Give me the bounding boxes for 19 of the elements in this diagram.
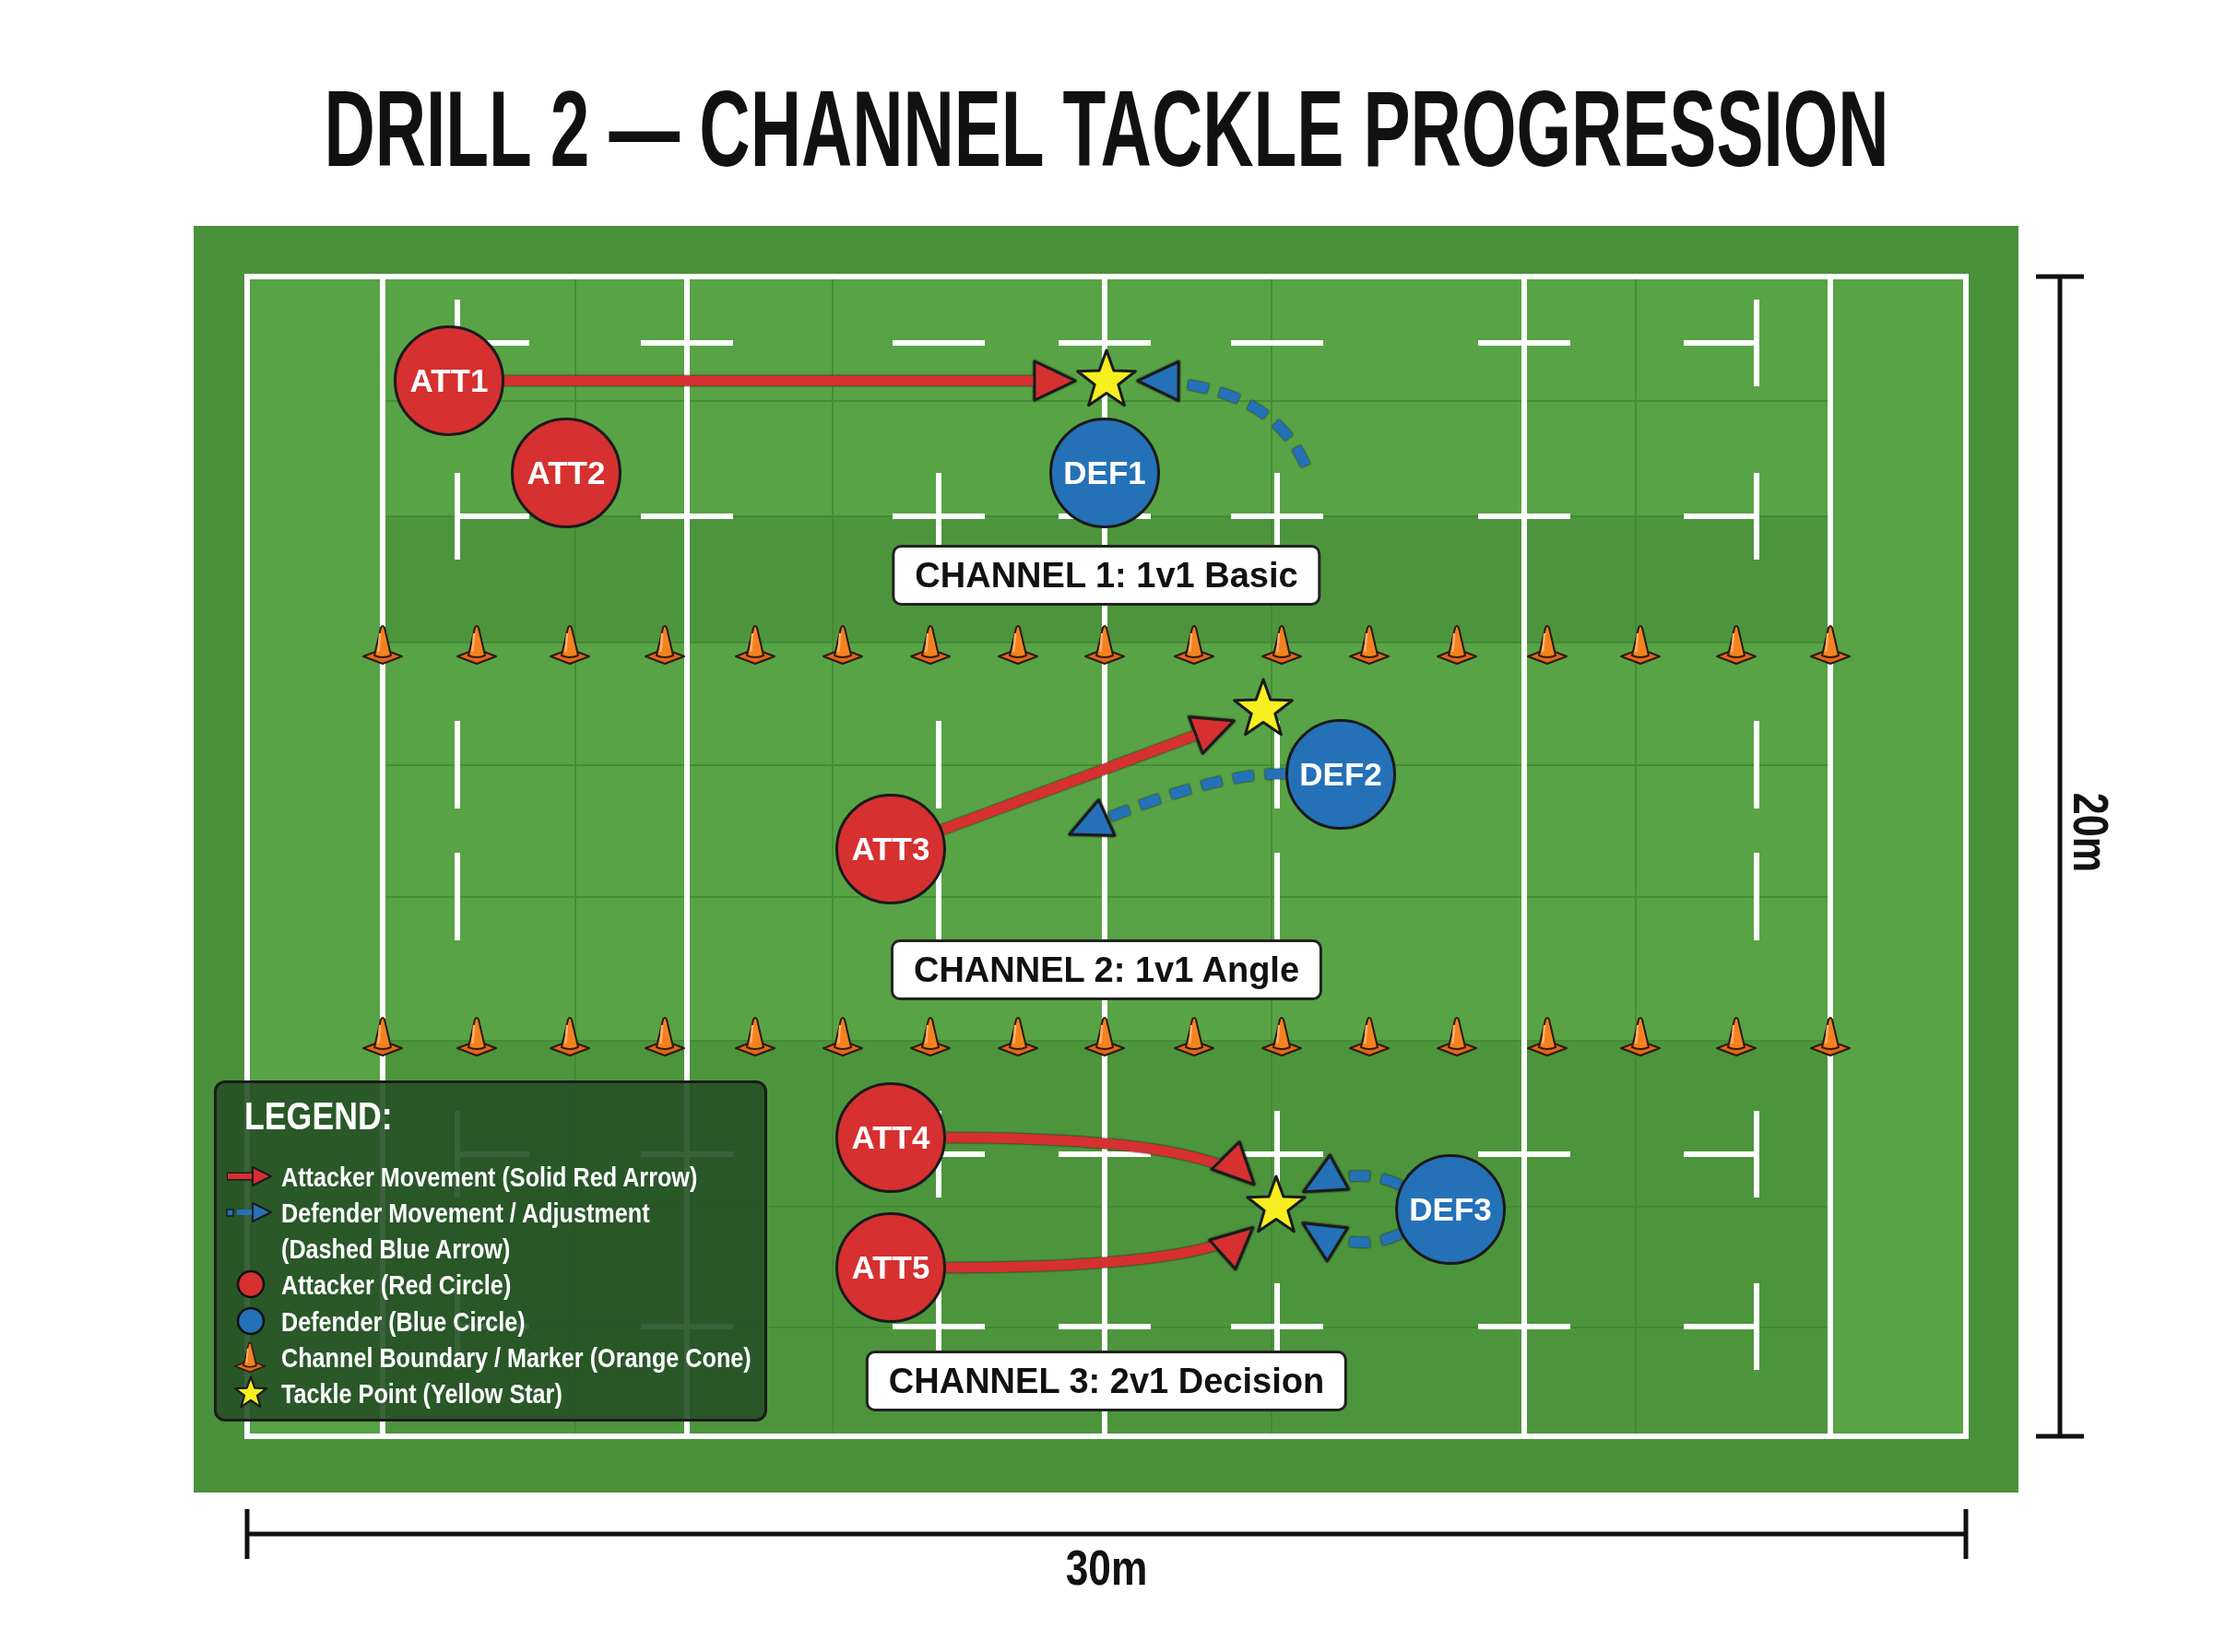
legend-text: Attacker Movement (Solid Red Arrow) <box>281 1161 698 1194</box>
dimension-label: 20m <box>2066 792 2116 873</box>
legend-text: Defender (Blue Circle) <box>281 1305 526 1339</box>
legend-text: Defender Movement / Adjustment (Dashed Blue Arrow) <box>281 1197 651 1266</box>
legend-text: Channel Boundary / Marker (Orange Cone) <box>281 1341 751 1375</box>
arrow <box>941 715 1237 835</box>
channel-label: CHANNEL 2: 1v1 Angle <box>890 939 1323 1000</box>
legend-text: Attacker (Red Circle) <box>281 1268 512 1302</box>
dashed-arrow <box>1067 768 1286 840</box>
title: DRILL 2 — CHANNEL TACKLE PROGRESSION <box>324 76 1889 183</box>
dimension-label: 30m <box>1065 1542 1148 1592</box>
arrow <box>504 360 1077 402</box>
channel-label: CHANNEL 1: 1v1 Basic <box>892 545 1321 606</box>
arrow <box>945 1223 1256 1273</box>
dashed-arrow <box>1136 361 1310 468</box>
dashed-arrow <box>1300 1219 1403 1262</box>
legend-text: Tackle Point (Yellow Star) <box>281 1377 562 1410</box>
channel-label: CHANNEL 3: 2v1 Decision <box>865 1351 1348 1411</box>
legend-title: LEGEND: <box>244 1094 393 1139</box>
